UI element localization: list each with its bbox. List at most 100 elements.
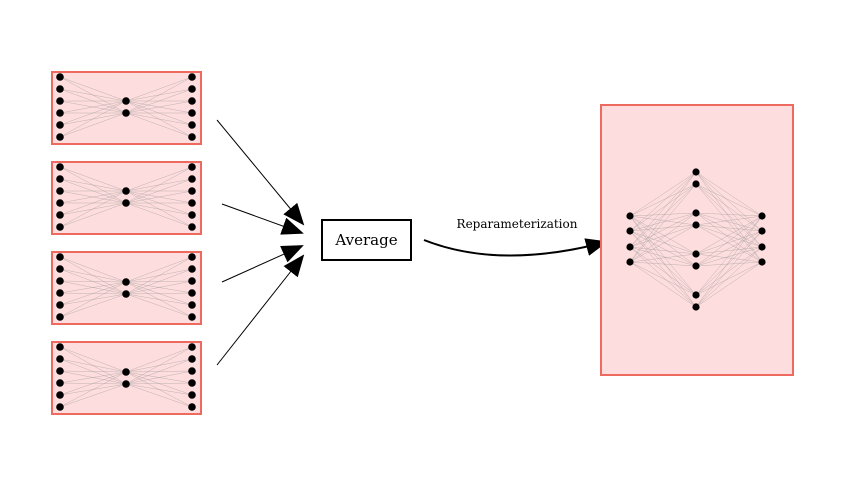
network-edge: [629, 246, 697, 308]
network-node: [56, 253, 64, 261]
network-edge: [125, 383, 193, 408]
network-node: [692, 262, 700, 270]
network-edge: [695, 183, 763, 263]
network-edge: [695, 261, 763, 296]
network-edge: [125, 358, 193, 385]
network-graph: [56, 343, 196, 411]
network-node: [56, 109, 64, 117]
network-edge: [59, 268, 127, 283]
arrow-network-2: [221, 245, 304, 283]
network-node: [626, 212, 634, 220]
network-node: [56, 301, 64, 309]
network-node: [692, 180, 700, 188]
network-edge: [695, 212, 763, 263]
network-edge: [695, 171, 763, 232]
network-node: [56, 403, 64, 411]
network-node: [56, 97, 64, 105]
network-graph: [56, 73, 196, 141]
network-edge: [695, 212, 763, 248]
network-node: [56, 379, 64, 387]
network-node: [188, 187, 196, 195]
network-node: [188, 133, 196, 141]
network-edge: [629, 261, 697, 267]
network-edge: [629, 253, 697, 263]
network-node: [122, 380, 130, 388]
small-network-panel: [51, 161, 202, 235]
network-node: [692, 209, 700, 217]
network-node: [188, 367, 196, 375]
network-edge: [629, 171, 697, 248]
network-node: [188, 379, 196, 387]
network-edge: [629, 230, 697, 267]
network-edge: [629, 183, 697, 232]
network-node: [188, 253, 196, 261]
network-graph: [626, 168, 766, 311]
network-edge: [59, 281, 127, 306]
network-edge: [695, 212, 763, 232]
network-edge: [695, 183, 763, 248]
small-network-3: [51, 341, 202, 415]
network-edge: [695, 215, 763, 255]
network-edge: [629, 183, 697, 263]
network-edge: [59, 190, 127, 216]
network-edge: [629, 215, 697, 226]
network-edge: [125, 76, 193, 102]
network-edge: [59, 202, 127, 228]
network-node: [56, 355, 64, 363]
reparameterization-arrow: Reparameterization: [423, 217, 608, 257]
network-node: [692, 250, 700, 258]
network-edge: [59, 190, 127, 204]
network-edge: [695, 246, 763, 267]
arrow-network-1: [221, 203, 304, 235]
network-node: [122, 109, 130, 117]
network-node: [122, 368, 130, 376]
network-graph: [56, 163, 196, 231]
network-edge: [59, 100, 127, 126]
network-edge: [125, 256, 193, 283]
network-edge: [695, 215, 763, 267]
network-edge: [695, 224, 763, 263]
network-edge: [125, 346, 193, 385]
network-node: [188, 175, 196, 183]
network-edge: [59, 371, 127, 396]
network-edge: [59, 371, 127, 384]
network-edge: [695, 212, 763, 217]
average-node: Average: [321, 219, 412, 261]
small-network-panel: [51, 71, 202, 145]
network-edge: [125, 88, 193, 114]
network-edge: [695, 224, 763, 232]
network-edge: [695, 230, 763, 308]
network-edge: [125, 202, 193, 228]
network-node: [692, 168, 700, 176]
reparameterization-curve: [423, 238, 608, 257]
network-edge: [629, 246, 697, 296]
network-edge: [59, 281, 127, 318]
network-edge: [629, 212, 697, 217]
network-edge: [59, 76, 127, 102]
network-node: [56, 199, 64, 207]
network-edge: [125, 292, 193, 295]
network-edge: [695, 246, 763, 255]
network-edge: [695, 215, 763, 296]
network-edge: [125, 166, 193, 192]
network-node: [122, 97, 130, 105]
network-node: [56, 391, 64, 399]
small-network-0: [51, 71, 202, 145]
network-edge: [629, 215, 697, 267]
network-edge: [59, 280, 127, 283]
network-edge: [59, 383, 127, 408]
reparameterization-label: Reparameterization: [457, 217, 578, 231]
network-edge: [629, 230, 697, 296]
network-edge: [59, 100, 127, 114]
network-node: [188, 355, 196, 363]
network-node: [188, 85, 196, 93]
network-edge: [695, 171, 763, 248]
network-node: [56, 289, 64, 297]
network-node: [188, 121, 196, 129]
network-node: [56, 187, 64, 195]
network-node: [188, 403, 196, 411]
network-node: [56, 265, 64, 273]
network-edge: [59, 112, 127, 138]
network-node: [188, 313, 196, 321]
network-graph: [56, 253, 196, 321]
